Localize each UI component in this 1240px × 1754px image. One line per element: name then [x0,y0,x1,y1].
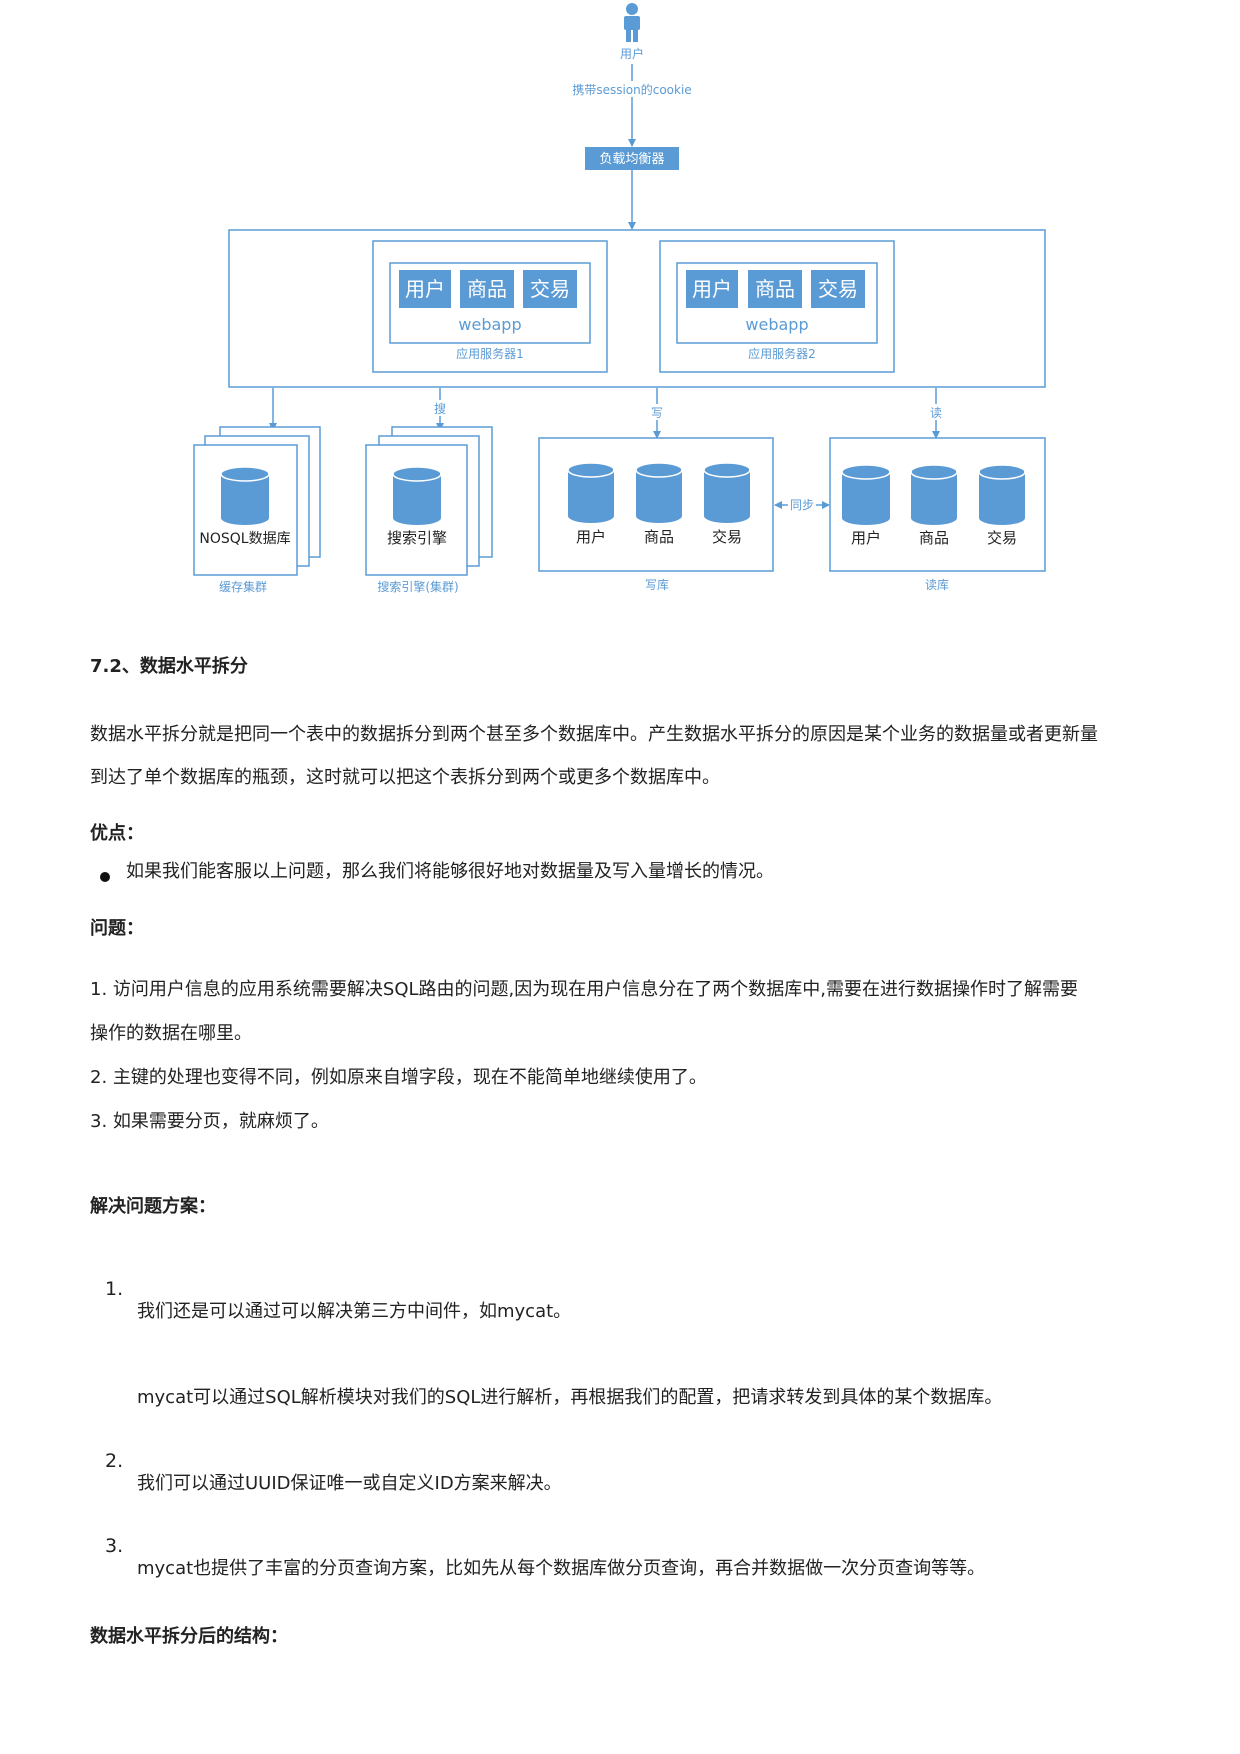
write-db-goods-icon [635,462,683,523]
solution-1-number: 1. [105,1278,124,1300]
nosql-label: NOSQL数据库 [199,531,290,547]
issue-3: 3. 如果需要分页，就麻烦了。 [90,1111,329,1132]
write-db-box [538,437,774,572]
solution-3-number: 3. [105,1535,124,1557]
search-engine-db-icon [392,466,442,525]
issues-heading: 问题： [90,918,144,939]
load-balancer-box [585,147,679,170]
pros-heading: 优点： [90,823,144,844]
sync-label: 同步 [790,498,814,512]
solution-1-detail: mycat可以通过SQL解析模块对我们的SQL进行解析，再根据我们的配置，把请求… [137,1387,1003,1408]
read-db-user-label: 用户 [851,529,881,547]
solution-2: 我们可以通过UUID保证唯一或自定义ID方案来解决。 [137,1473,562,1494]
section-title: 7.2、数据水平拆分 [90,656,248,677]
load-balancer-label: 负载均衡器 [599,152,664,167]
search-edge-label: 搜 [434,401,446,416]
read-caption: 读库 [925,577,949,592]
app-server-1 [372,240,608,373]
search-caption: 搜索引擎(集群) [377,579,458,594]
intro-line-2: 到达了单个数据库的瓶颈，这时就可以把这个表拆分到两个或更多个数据库中。 [90,767,720,788]
server1-module-user-label: 用户 [405,277,445,301]
write-db-trade-label: 交易 [712,528,742,546]
solution-3: mycat也提供了丰富的分页查询方案，比如先从每个数据库做分页查询，再合并数据做… [137,1558,986,1579]
solution-1: 我们还是可以通过可以解决第三方中间件，如mycat。 [137,1301,572,1322]
issue-2: 2. 主键的处理也变得不同，例如原来自增字段，现在不能简单地继续使用了。 [90,1067,707,1088]
cookie-label: 携带session的cookie [572,82,691,97]
server2-module-trade-label: 交易 [818,277,858,301]
server2-module-user-label: 用户 [692,277,732,301]
intro-line-1: 数据水平拆分就是把同一个表中的数据拆分到两个甚至多个数据库中。产生数据水平拆分的… [90,724,1098,745]
server2-module-user [686,270,738,308]
user-icon [624,3,640,42]
app-server-2 [659,240,895,373]
issue-1-line-1: 1. 访问用户信息的应用系统需要解决SQL路由的问题,因为现在用户信息分在了两个… [90,979,1078,1000]
write-caption: 写库 [645,577,669,592]
structure-heading: 数据水平拆分后的结构： [90,1626,288,1647]
read-db-box [829,437,1046,572]
app-cluster-box [228,229,1046,388]
write-db-user-icon [567,462,615,523]
server2-module-goods [748,270,802,308]
write-edge-label: 写 [651,406,663,420]
read-db-goods-label: 商品 [919,529,949,547]
read-db-trade-label: 交易 [987,529,1017,547]
server1-module-goods-label: 商品 [467,277,507,301]
solution-heading: 解决问题方案： [90,1196,216,1217]
cache-caption: 缓存集群 [219,579,267,594]
server2-webapp-label: webapp [745,315,808,334]
server1-module-trade-label: 交易 [530,277,570,301]
read-db-goods-icon [910,464,958,525]
architecture-diagram: 用户 携带session的cookie 负载均衡器 用户 商品 交易 webap… [193,3,1046,594]
solution-2-number: 2. [105,1450,124,1472]
pros-item: 如果我们能客服以上问题，那么我们将能够很好地对数据量及写入量增长的情况。 [126,861,774,882]
search-engine-label: 搜索引擎 [387,529,447,547]
write-db-goods-label: 商品 [644,528,674,546]
issue-1-line-2: 操作的数据在哪里。 [90,1023,252,1044]
nosql-db-icon [220,466,270,525]
read-db-trade-icon [978,464,1026,525]
server1-module-trade [523,270,577,308]
read-db-user-icon [841,464,891,525]
bullet-dot [100,872,110,882]
write-db-trade-icon [703,462,751,523]
server2-caption: 应用服务器2 [748,346,816,361]
server1-webapp-label: webapp [458,315,521,334]
server2-module-trade [811,270,865,308]
server1-module-goods [460,270,514,308]
write-db-user-label: 用户 [576,528,606,546]
server1-caption: 应用服务器1 [456,346,524,361]
user-label: 用户 [620,46,644,61]
server1-module-user [399,270,451,308]
server2-module-goods-label: 商品 [755,277,795,301]
read-edge-label: 读 [930,406,942,420]
